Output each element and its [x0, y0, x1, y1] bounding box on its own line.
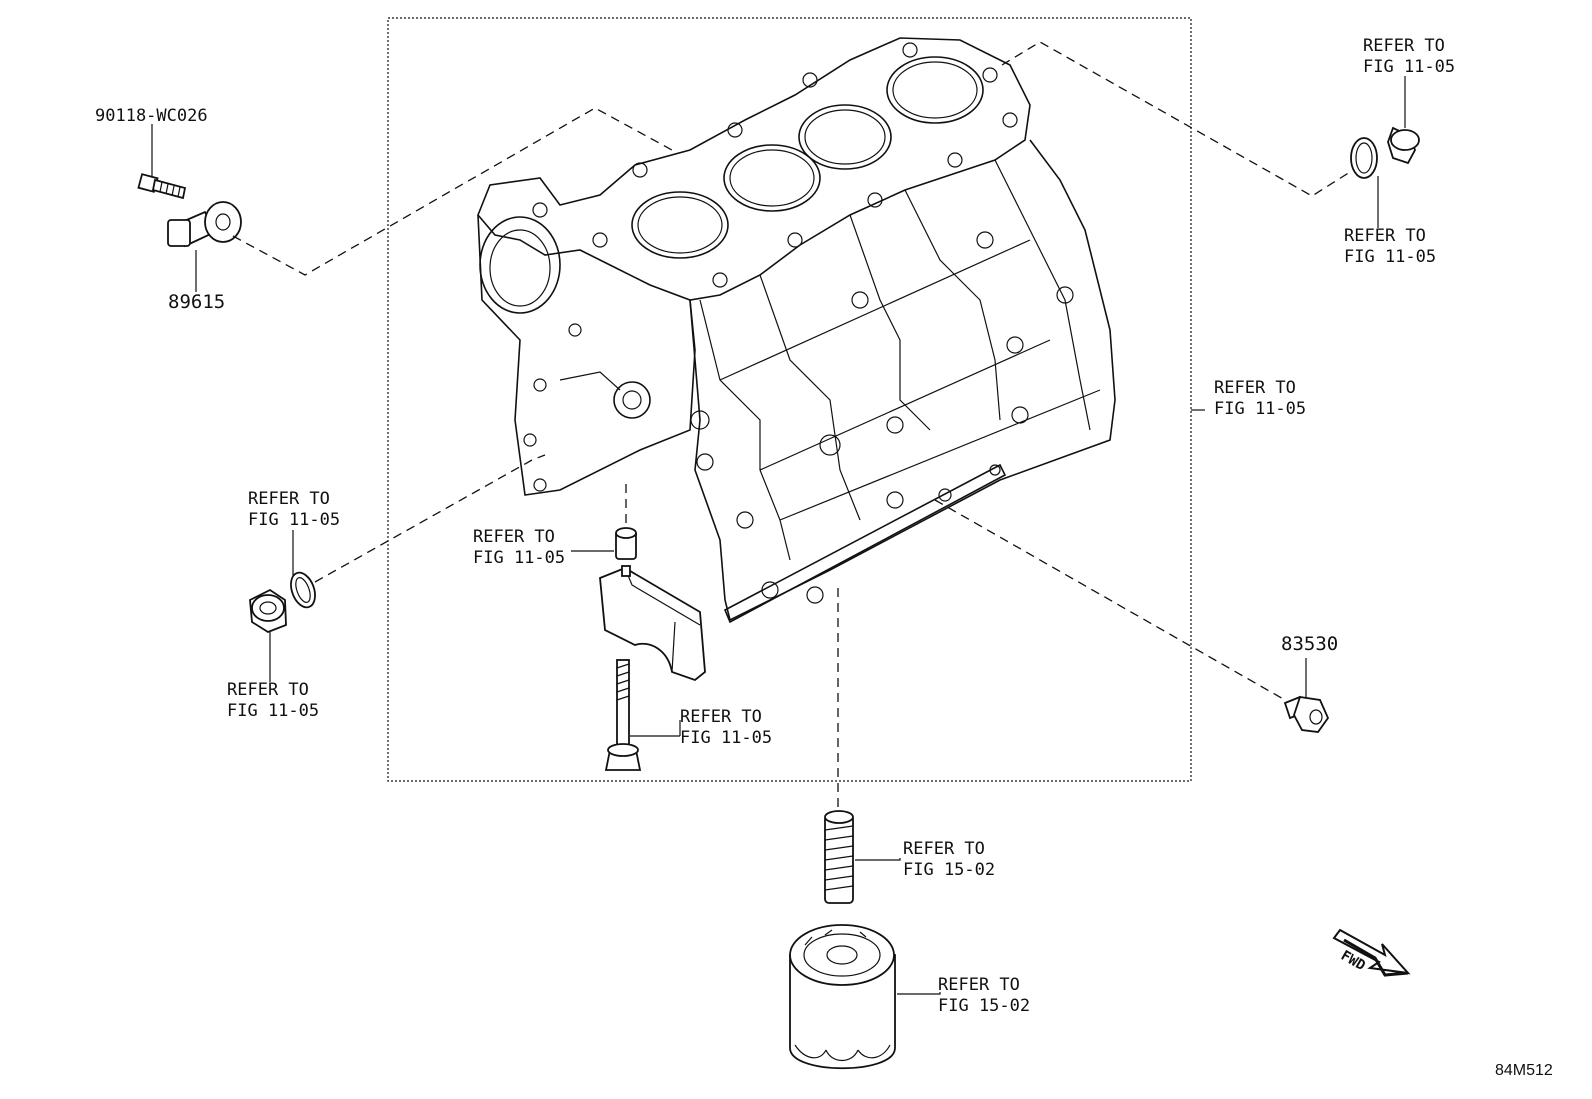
bolt-part-number[interactable]: 90118-WC026 — [95, 106, 208, 126]
fwd-arrow-icon — [1332, 928, 1411, 977]
cylinder-block[interactable] — [477, 37, 1116, 624]
ref-stud[interactable]: REFER TO FIG 15-02 — [903, 839, 995, 881]
figure-code: 84M512 — [1495, 1062, 1553, 1079]
knock-sensor-part-number[interactable]: 89615 — [168, 291, 226, 313]
ref-line1: REFER TO — [473, 527, 555, 547]
bearing-cap-bolt[interactable] — [604, 659, 642, 771]
ref-left-plug-lower[interactable]: REFER TO FIG 11-05 — [227, 680, 319, 722]
bolt-90118-wc026[interactable] — [137, 173, 187, 200]
ref-line2: FIG 11-05 — [1363, 57, 1456, 77]
oil-pressure-switch-83530[interactable] — [1283, 695, 1330, 733]
ref-bearing-bolt[interactable]: REFER TO FIG 11-05 — [680, 707, 772, 749]
stud-leader — [855, 858, 901, 861]
oil-pressure-switch-part-number[interactable]: 83530 — [1281, 633, 1339, 655]
ref-dowel[interactable]: REFER TO FIG 11-05 — [473, 527, 565, 569]
ref-line2: FIG 11-05 — [473, 548, 566, 568]
ref-line2: FIG 11-05 — [1214, 399, 1307, 419]
filter-leader — [897, 992, 941, 995]
ref-line1: REFER TO — [227, 680, 309, 700]
top-right-dash-line — [1001, 41, 1351, 197]
ref-top-right-lower[interactable]: REFER TO FIG 11-05 — [1344, 226, 1436, 268]
ref-line1: REFER TO — [1363, 36, 1445, 56]
ref-line1: REFER TO — [1344, 226, 1426, 246]
block-assembly-frame — [387, 17, 1192, 782]
top-right-plug[interactable] — [1350, 126, 1420, 179]
oil-filter-stud[interactable] — [824, 810, 854, 904]
oil-filter[interactable] — [789, 924, 896, 1070]
ref-line2: FIG 11-05 — [1344, 247, 1437, 267]
ref-line1: REFER TO — [1214, 378, 1296, 398]
left-plug[interactable] — [249, 569, 319, 634]
knock-sensor-89615[interactable] — [167, 201, 242, 248]
switch-dash-line — [934, 499, 1286, 701]
ref-line2: FIG 11-05 — [680, 728, 773, 748]
ref-line1: REFER TO — [680, 707, 762, 727]
bearing-cap[interactable] — [599, 565, 706, 682]
ref-line1: REFER TO — [903, 839, 985, 859]
ref-line1: REFER TO — [938, 975, 1020, 995]
ref-block-right[interactable]: REFER TO FIG 11-05 — [1214, 378, 1306, 420]
ref-oil-filter[interactable]: REFER TO FIG 15-02 — [938, 975, 1030, 1017]
ref-line1: REFER TO — [248, 489, 330, 509]
ref-line2: FIG 11-05 — [227, 701, 320, 721]
ref-line2: FIG 15-02 — [938, 996, 1031, 1016]
sensor-dash-line — [232, 107, 673, 276]
ref-line2: FIG 15-02 — [903, 860, 996, 880]
ref-line2: FIG 11-05 — [248, 510, 341, 530]
dowel-pin[interactable] — [615, 527, 637, 560]
ref-top-right-upper[interactable]: REFER TO FIG 11-05 — [1363, 36, 1455, 78]
ref-left-plug-upper[interactable]: REFER TO FIG 11-05 — [248, 489, 340, 531]
left-plug-dash-line — [314, 454, 546, 583]
